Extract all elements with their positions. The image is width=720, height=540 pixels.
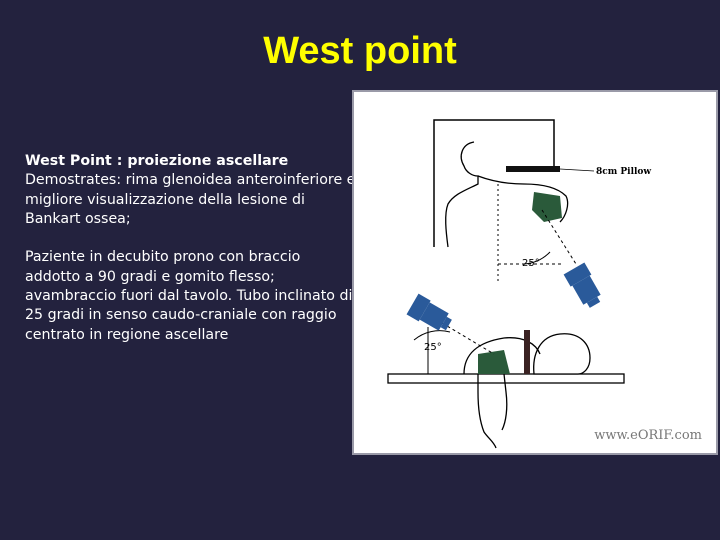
- angle-label-top: 25°: [522, 258, 540, 269]
- paragraph1-line: migliore visualizzazione della lesione d…: [25, 191, 305, 208]
- pillow-post: [524, 330, 530, 374]
- xray-tube-top: [563, 262, 601, 308]
- paragraph2-line: centrato in regione ascellare: [25, 326, 229, 343]
- west-point-illustration: 8cm Pillow 25° 25° www.eORIF.com: [352, 90, 718, 455]
- beam-line-top: [541, 209, 577, 265]
- patient-back: [445, 141, 479, 248]
- pillow-label: 8cm Pillow: [596, 167, 652, 177]
- watermark: www.eORIF.com: [594, 428, 702, 443]
- table: [387, 373, 625, 384]
- pillow-pointer: [559, 168, 595, 172]
- patient-shoulder: [477, 175, 569, 223]
- paragraph2-line: avambraccio fuori dal tavolo. Tubo incli…: [25, 288, 353, 305]
- illustration-drawing: [387, 119, 625, 449]
- patient-head: [533, 333, 591, 375]
- xray-tube-bottom: [406, 293, 452, 331]
- angle-arc-bottom: [413, 330, 451, 341]
- paragraph1-line: Demostrates: rima glenoidea anteroinferi…: [25, 172, 356, 189]
- pillow-bar: [506, 166, 560, 172]
- shoulder-region: [532, 192, 562, 222]
- hanging-arm: [477, 373, 508, 449]
- paragraph2-line: Paziente in decubito prono con braccio: [25, 249, 301, 266]
- paragraph2-line: addotto a 90 gradi e gomito flesso;: [25, 268, 275, 285]
- shoulder-region-bottom: [478, 350, 510, 374]
- paragraph2-line: 25 gradi in senso caudo-craniale con rag…: [25, 307, 337, 324]
- slide-title: West point: [263, 30, 457, 72]
- angle-label-bottom: 25°: [424, 342, 442, 353]
- patient-body: [463, 337, 541, 375]
- paragraph1-line: Bankart ossea;: [25, 210, 131, 227]
- angle-arc-top: [523, 251, 551, 265]
- description-text: West Point : proiezione ascellare Demost…: [25, 152, 360, 345]
- description-heading: West Point : proiezione ascellare: [25, 153, 289, 169]
- cassette-frame: [433, 119, 555, 247]
